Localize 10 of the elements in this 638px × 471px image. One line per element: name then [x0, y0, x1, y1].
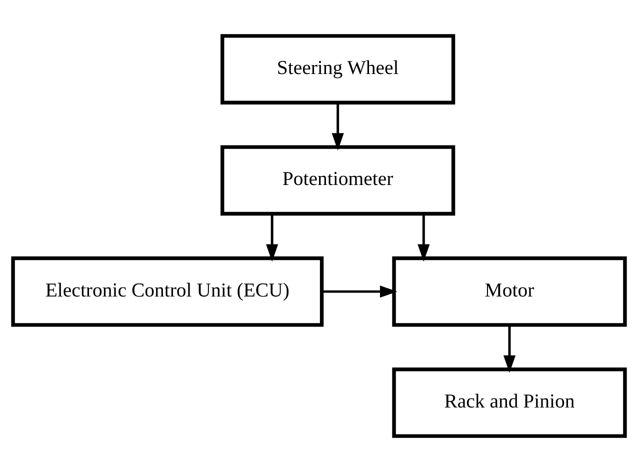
arrow [266, 213, 278, 262]
node-box: Potentiometer [220, 144, 456, 216]
arrow [332, 102, 344, 150]
arrow [418, 213, 430, 262]
node-box: Electronic Control Unit (ECU) [11, 256, 324, 326]
node-box: Steering Wheel [220, 34, 456, 104]
node-box: Motor [392, 256, 627, 326]
arrow [322, 285, 398, 298]
arrow [503, 324, 516, 372]
node-box: Rack and Pinion [392, 367, 627, 438]
